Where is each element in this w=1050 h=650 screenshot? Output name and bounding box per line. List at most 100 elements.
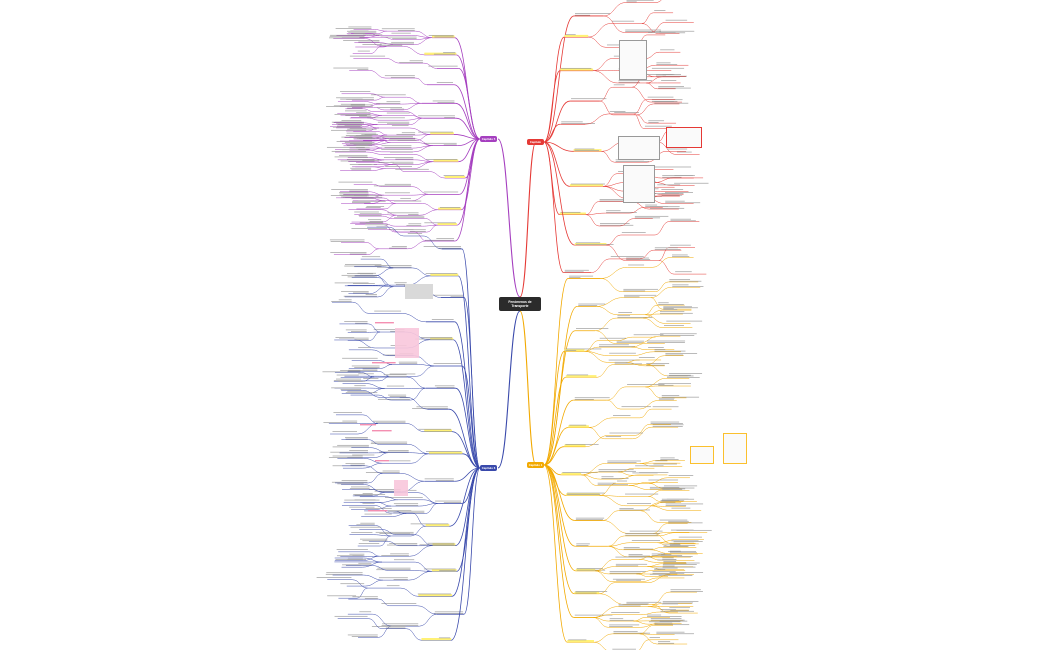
connector	[638, 559, 657, 563]
leaf-text-line	[614, 361, 628, 363]
trunk-purple	[497, 138, 521, 298]
leaf-text-line	[625, 31, 661, 32]
diagram-thumbnail-3[interactable]	[623, 165, 655, 203]
connector	[400, 473, 425, 482]
leaf-text-line	[383, 374, 407, 376]
connector	[629, 485, 649, 490]
leaf-text-line	[443, 144, 457, 146]
leaf-text-line	[433, 613, 464, 614]
branch-top-left[interactable]: Capítulo 5	[480, 136, 497, 142]
diagram-thumbnail-yellow-2[interactable]	[723, 433, 747, 464]
connector	[373, 145, 383, 149]
leaf-text-line	[676, 529, 712, 531]
connector	[618, 474, 639, 480]
diagram-thumbnail-red[interactable]	[666, 127, 702, 148]
connector	[364, 484, 383, 493]
leaf-text-line	[336, 374, 359, 376]
pink-note-1[interactable]	[395, 328, 419, 358]
leaf-text-line	[336, 549, 368, 550]
leaf-text-line	[656, 64, 678, 65]
leaf-text-line	[372, 420, 406, 422]
leaf-text-line	[358, 148, 370, 150]
leaf-text-line	[647, 342, 685, 343]
leaf-text-line	[598, 470, 636, 472]
leaf-text-line	[615, 563, 648, 565]
connector	[607, 545, 628, 558]
connector	[380, 162, 394, 165]
diagram-thumbnail-2[interactable]	[618, 136, 660, 160]
connector	[413, 138, 434, 146]
connector	[629, 207, 645, 214]
connector	[595, 566, 615, 572]
leaf-text-line	[654, 249, 681, 250]
leaf-text-line	[652, 571, 676, 573]
leaf-text-line	[338, 154, 368, 156]
table-image[interactable]	[405, 284, 433, 299]
pink-note-2[interactable]	[394, 480, 408, 496]
leaf-text-line	[608, 359, 640, 361]
leaf-text-line	[332, 455, 363, 457]
connector	[406, 423, 425, 432]
branch-bottom-right[interactable]: Capítulo 1	[527, 462, 544, 468]
connector	[415, 30, 433, 38]
leaf-text-line	[565, 34, 576, 36]
leaf-text-line	[388, 394, 407, 396]
leaf-text-line	[393, 559, 415, 561]
leaf-text-line	[409, 230, 426, 232]
connector	[415, 77, 427, 85]
leaf-text-line	[661, 189, 684, 190]
leaf-text-line	[386, 112, 410, 114]
leaf-text-line	[660, 457, 675, 459]
leaf-text-line	[369, 489, 401, 490]
leaf-text-line	[656, 631, 685, 633]
highlighted-node	[564, 34, 589, 38]
connector	[410, 525, 426, 537]
diagram-thumbnail-1[interactable]	[619, 40, 647, 80]
leaf-text-line	[360, 196, 383, 198]
connector	[606, 399, 621, 410]
connector	[380, 364, 393, 369]
connector	[585, 113, 609, 125]
leaf-text-line	[568, 639, 587, 641]
leaf-text-line	[351, 365, 380, 367]
branch-top-right[interactable]: Capítulo	[527, 139, 544, 145]
branch-bottom-left[interactable]: Capítulo 6	[480, 465, 497, 471]
leaf-text-line	[431, 319, 454, 320]
connector	[405, 111, 424, 119]
leaf-text-line	[658, 642, 675, 644]
connector	[375, 159, 385, 162]
leaf-text-line	[354, 136, 372, 137]
leaf-text-line	[599, 199, 632, 200]
connector	[639, 633, 658, 645]
leaf-text-line	[658, 86, 684, 87]
connector	[599, 582, 616, 595]
leaf-text-line	[670, 218, 691, 220]
connector	[640, 611, 660, 615]
leaf-text-line	[344, 264, 382, 265]
connector	[599, 593, 626, 605]
leaf-text-line	[660, 311, 685, 313]
leaf-text-line	[609, 624, 640, 626]
connector	[414, 159, 434, 162]
leaf-text-line	[663, 562, 700, 564]
leaf-text-line	[352, 283, 375, 284]
leaf-text-line	[325, 573, 363, 575]
leaf-text-line	[336, 141, 372, 142]
central-topic[interactable]: Fenómenos de Transporte	[499, 297, 541, 311]
connector	[658, 260, 675, 275]
leaf-text-line	[672, 284, 689, 286]
pink-formula	[368, 510, 388, 512]
diagram-thumbnail-yellow-1[interactable]	[690, 446, 714, 464]
leaf-text-line	[623, 290, 646, 292]
leaf-text-line	[376, 102, 401, 104]
leaf-text-line	[625, 533, 660, 534]
connector	[367, 248, 379, 255]
leaf-text-line	[358, 164, 372, 165]
leaf-text-line	[353, 33, 366, 34]
leaf-text-line	[362, 502, 375, 504]
leaf-text-line	[330, 34, 366, 36]
connector	[652, 591, 670, 605]
connector	[406, 96, 422, 104]
connector	[368, 618, 383, 629]
